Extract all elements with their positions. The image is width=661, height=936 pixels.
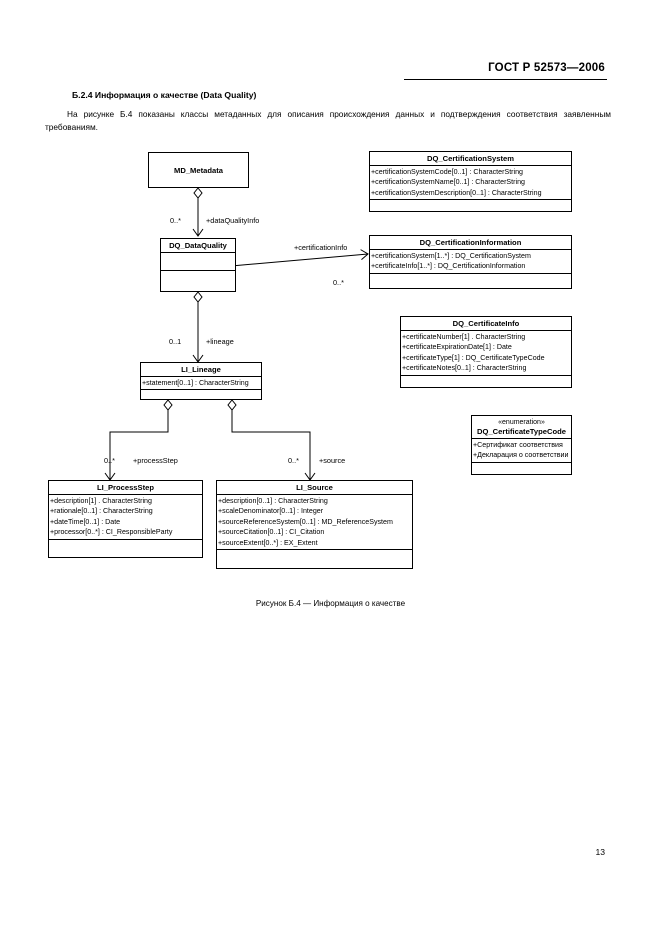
class-attribute: +certificationSystem[1..*] : DQ_Certific… (371, 252, 531, 260)
aggregation-diamond-dataquality-lineage (193, 291, 203, 303)
class-attribute: +certificateExpirationDate[1] : Date (402, 343, 512, 352)
class-operations-li-processstep (49, 540, 202, 553)
class-operations-li-lineage (141, 390, 261, 403)
class-attributes-dq-dataquality (161, 253, 235, 271)
class-attribute: +certificateType[1] : DQ_CertificateType… (402, 353, 545, 362)
class-attribute: +certificationSystemCode[0..1] : Charact… (371, 168, 523, 176)
edge-role-processstep: +processStep (133, 456, 178, 465)
document-header-title: ГОСТ Р 52573—2006 (488, 62, 605, 74)
class-title-dq-dataquality: DQ_DataQuality (161, 239, 235, 253)
edge-lineage-source (231, 410, 316, 481)
class-box-li-lineage[interactable]: LI_Lineage +statement[0..1] : CharacterS… (140, 362, 262, 400)
class-name-text: DQ_CertificateTypeCode (477, 427, 566, 436)
paragraph-text: На рисунке Б.4 показаны классы метаданны… (45, 109, 611, 132)
class-attribute: +scaleDenominator[0..1] : Integer (218, 507, 324, 516)
class-box-dq-certificateinfo[interactable]: DQ_CertificateInfo +certificateNumber[1]… (400, 316, 572, 388)
edge-role-certificationinfo: +certificationInfo (294, 243, 348, 252)
class-attributes-li-processstep: +description[1] . CharacterString +ratio… (49, 495, 202, 540)
edge-multiplicity-processstep: 0..* (104, 456, 115, 465)
enum-literal: +Сертификат соответствия (473, 441, 563, 449)
class-attribute: +description[1] . CharacterString (50, 497, 152, 505)
class-attributes-dq-certificationinformation: +certificationSystem[1..*] : DQ_Certific… (370, 250, 571, 274)
edge-dataquality-certificationinformation (230, 249, 369, 267)
class-stereotype-enumeration: «enumeration» (498, 419, 545, 426)
class-title-li-lineage: LI_Lineage (141, 363, 261, 377)
aggregation-diamond-metadata (193, 187, 203, 199)
class-literals-dq-certificatetypecode: +Сертификат соответствия +Декларация о с… (472, 439, 571, 463)
class-title-li-processstep: LI_ProcessStep (49, 481, 202, 495)
class-attributes-dq-certificateinfo: +certificateNumber[1] . CharacterString … (401, 331, 571, 376)
edge-role-source: +source (319, 456, 346, 465)
class-operations-dq-certificatetypecode (472, 463, 571, 469)
class-box-li-source[interactable]: LI_Source +description[0..1] : Character… (216, 480, 413, 569)
enum-literal: +Декларация о соответствии (473, 451, 569, 460)
class-box-dq-dataquality[interactable]: DQ_DataQuality (160, 238, 236, 292)
page-number: 13 (595, 847, 605, 857)
class-box-md-metadata[interactable]: MD_Metadata (148, 152, 249, 188)
class-attributes-dq-certificationsystem: +certificationSystemCode[0..1] : Charact… (370, 166, 571, 201)
edge-multiplicity-dataqualityinfo: 0..* (170, 216, 181, 225)
figure-caption: Рисунок Б.4 — Информация о качестве (255, 599, 406, 608)
class-attribute: +processor[0..*] : CI_ResponsibleParty (50, 528, 173, 537)
class-operations-dq-dataquality (161, 271, 235, 291)
class-attributes-li-source: +description[0..1] : CharacterString +sc… (217, 495, 412, 551)
class-title-dq-certificationinformation: DQ_CertificationInformation (370, 236, 571, 250)
edge-multiplicity-certificationinfo: 0..* (333, 278, 344, 287)
section-paragraph: На рисунке Б.4 показаны классы метаданны… (45, 108, 611, 133)
header-divider (404, 79, 607, 80)
edge-lineage-processstep (104, 410, 169, 481)
edge-role-lineage: +lineage (206, 337, 234, 346)
class-box-dq-certificatetypecode[interactable]: «enumeration» DQ_CertificateTypeCode +Се… (471, 415, 572, 475)
class-operations-dq-certificateinfo (401, 376, 571, 383)
class-title-md-metadata: MD_Metadata (174, 166, 223, 175)
class-attribute: +certificateNotes[0..1] : CharacterStrin… (402, 364, 527, 373)
class-title-li-source: LI_Source (217, 481, 412, 495)
class-attribute: +certificateInfo[1..*] : DQ_Certificatio… (371, 262, 526, 271)
class-box-li-processstep[interactable]: LI_ProcessStep +description[1] . Charact… (48, 480, 203, 558)
class-attribute: +certificationSystemName[0..1] : Charact… (371, 178, 525, 187)
edge-multiplicity-source: 0..* (288, 456, 299, 465)
section-heading: Б.2.4 Информация о качестве (Data Qualit… (72, 90, 257, 100)
class-title-dq-certificateinfo: DQ_CertificateInfo (401, 317, 571, 331)
class-attribute: +sourceReferenceSystem[0..1] : MD_Refere… (218, 517, 393, 526)
class-operations-li-source (217, 550, 412, 563)
class-attribute: +sourceExtent[0..*] : EX_Extent (218, 538, 318, 547)
class-attribute: +statement[0..1] : CharacterString (142, 379, 249, 387)
class-attribute: +rationale[0..1] : CharacterString (50, 507, 153, 516)
edge-role-dataqualityinfo: +dataQualityInfo (206, 216, 260, 225)
edge-multiplicity-lineage: 0..1 (169, 337, 182, 346)
uml-class-diagram: MD_Metadata DQ_DataQuality LI_Lineage +s… (0, 140, 661, 590)
class-attributes-li-lineage: +statement[0..1] : CharacterString (141, 377, 261, 391)
class-box-dq-certificationinformation[interactable]: DQ_CertificationInformation +certificati… (369, 235, 572, 289)
class-title-dq-certificatetypecode: «enumeration» DQ_CertificateTypeCode (472, 416, 571, 439)
class-operations-dq-certificationsystem (370, 200, 571, 207)
class-title-dq-certificationsystem: DQ_CertificationSystem (370, 152, 571, 166)
class-attribute: +dateTime[0..1] : Date (50, 517, 121, 526)
class-box-dq-certificationsystem[interactable]: DQ_CertificationSystem +certificationSys… (369, 151, 572, 212)
class-attribute: +certificateNumber[1] . CharacterString (402, 333, 526, 341)
class-operations-dq-certificationinformation (370, 274, 571, 284)
class-attribute: +sourceCitation[0..1] : CI_Citation (218, 528, 325, 537)
class-attribute: +description[0..1] : CharacterString (218, 497, 328, 505)
class-attribute: +certificationSystemDescription[0..1] : … (371, 188, 542, 197)
